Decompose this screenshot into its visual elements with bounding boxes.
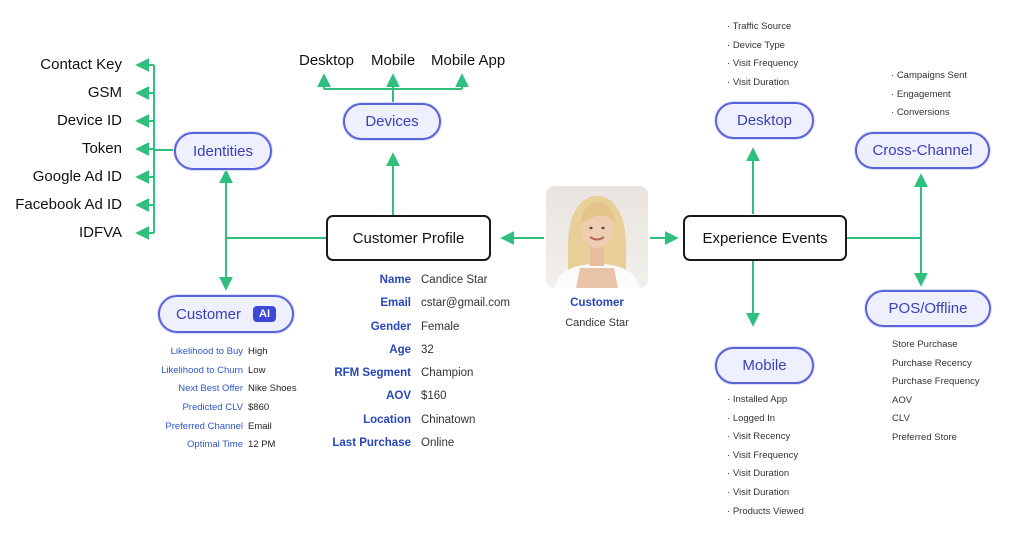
mobile-attribute: Installed App bbox=[727, 391, 804, 410]
profile-field-value: Candice Star bbox=[421, 274, 488, 286]
profile-field-value: Chinatown bbox=[421, 413, 476, 426]
customer-caption-title: Customer bbox=[570, 297, 624, 309]
desktop-attribute: Visit Frequency bbox=[727, 55, 798, 74]
identity-item: Google Ad ID bbox=[32, 168, 122, 185]
pos-offline-attributes: Store Purchase Purchase Recency Purchase… bbox=[892, 336, 980, 447]
profile-field-key: Location bbox=[363, 413, 411, 426]
prediction-key: Preferred Channel bbox=[165, 420, 243, 432]
customer-profile-node: Customer Profile bbox=[326, 215, 491, 261]
prediction-key: Next Best Offer bbox=[178, 383, 243, 395]
profile-field-row: Location Chinatown bbox=[300, 413, 475, 437]
customer-ai-label: Customer bbox=[175, 305, 242, 323]
mobile-attribute: Visit Frequency bbox=[727, 447, 804, 466]
pos-attribute: Purchase Recency bbox=[892, 357, 972, 369]
device-label-mobile: Mobile bbox=[371, 52, 416, 69]
customer-caption-name: Candice Star bbox=[565, 317, 629, 329]
ai-predictions: Likelihood to Buy High Likelihood to Chu… bbox=[140, 346, 296, 458]
prediction-key: Predicted CLV bbox=[182, 402, 243, 414]
profile-field-value: $160 bbox=[421, 390, 447, 403]
desktop-node: Desktop bbox=[715, 102, 814, 139]
prediction-value: Email bbox=[248, 420, 272, 432]
profile-field-value: 32 bbox=[421, 343, 434, 356]
prediction-row: Optimal Time 12 PM bbox=[140, 439, 275, 458]
pos-attribute: AOV bbox=[892, 394, 913, 406]
profile-field-key: Last Purchase bbox=[332, 437, 411, 450]
profile-field-key: Age bbox=[389, 343, 411, 356]
identity-item: Contact Key bbox=[40, 56, 122, 73]
prediction-row: Likelihood to Churn Low bbox=[140, 364, 265, 384]
profile-field-row: Email cstar@gmail.com bbox=[300, 297, 510, 320]
identity-list: Contact Key GSM Device ID Token Google A… bbox=[10, 51, 122, 247]
device-label-desktop: Desktop bbox=[299, 52, 355, 69]
profile-field-row: Gender Female bbox=[300, 320, 460, 344]
pos-attribute: Store Purchase bbox=[892, 339, 958, 350]
profile-field-key: Name bbox=[379, 274, 411, 286]
customer-ai-node: Customer AI bbox=[158, 295, 294, 333]
mobile-attribute: Logged In bbox=[727, 410, 804, 429]
profile-field-row: RFM Segment Champion bbox=[300, 367, 473, 390]
identity-item: IDFVA bbox=[78, 224, 122, 241]
prediction-row: Predicted CLV $860 bbox=[140, 402, 269, 421]
cross-channel-attribute: Campaigns Sent bbox=[891, 67, 967, 86]
desktop-attributes: Traffic Source Device Type Visit Frequen… bbox=[727, 18, 798, 92]
cross-channel-attribute: Conversions bbox=[891, 104, 967, 123]
devices-node: Devices bbox=[343, 103, 441, 140]
prediction-row: Next Best Offer Nike Shoes bbox=[140, 383, 296, 402]
desktop-attribute: Visit Duration bbox=[727, 74, 798, 93]
prediction-value: $860 bbox=[248, 402, 270, 414]
mobile-node: Mobile bbox=[715, 347, 814, 384]
profile-field-key: Email bbox=[380, 297, 411, 310]
prediction-key: Likelihood to Churn bbox=[161, 364, 243, 376]
prediction-value: High bbox=[248, 346, 268, 357]
device-label-mobile-app: Mobile App bbox=[431, 52, 506, 69]
profile-field-row: Age 32 bbox=[300, 343, 434, 367]
prediction-row: Likelihood to Buy High bbox=[140, 346, 268, 365]
profile-field-value: Online bbox=[421, 437, 455, 450]
cross-channel-attributes: Campaigns Sent Engagement Conversions bbox=[891, 67, 967, 123]
mobile-attribute: Visit Recency bbox=[727, 428, 804, 447]
prediction-row: Preferred Channel Email bbox=[140, 420, 271, 440]
mobile-attribute: Visit Duration bbox=[727, 484, 804, 503]
profile-field-value: Champion bbox=[421, 367, 474, 380]
profile-field-key: Gender bbox=[370, 320, 411, 333]
identities-node: Identities bbox=[174, 132, 272, 170]
pos-attribute: Purchase Frequency bbox=[892, 376, 980, 387]
profile-field-value: Female bbox=[421, 320, 460, 333]
identity-item: Token bbox=[81, 140, 122, 157]
profile-field-row: Last Purchase Online bbox=[300, 437, 454, 460]
mobile-attributes: Installed App Logged In Visit Recency Vi… bbox=[727, 391, 804, 521]
identity-item: Facebook Ad ID bbox=[15, 196, 122, 213]
pos-attribute: Preferred Store bbox=[892, 431, 957, 443]
profile-field-key: RFM Segment bbox=[334, 367, 411, 380]
identity-item: Device ID bbox=[56, 112, 122, 129]
mobile-attribute: Visit Duration bbox=[727, 465, 804, 484]
cross-channel-attribute: Engagement bbox=[891, 86, 967, 105]
experience-events-node: Experience Events bbox=[683, 215, 847, 261]
prediction-value: 12 PM bbox=[248, 439, 276, 451]
identity-item: GSM bbox=[87, 84, 122, 101]
prediction-value: Nike Shoes bbox=[248, 383, 297, 395]
pos-attribute: CLV bbox=[892, 413, 910, 424]
customer-photo bbox=[546, 186, 648, 288]
pos-offline-node: POS/Offline bbox=[865, 290, 991, 327]
profile-field-key: AOV bbox=[386, 390, 411, 403]
profile-field-row: AOV $160 bbox=[300, 390, 447, 413]
cross-channel-node: Cross-Channel bbox=[855, 132, 990, 169]
desktop-attribute: Traffic Source bbox=[727, 18, 798, 37]
ai-badge: AI bbox=[253, 306, 277, 322]
profile-field-row: Name Candice Star bbox=[300, 274, 488, 297]
customer-portrait-illustration bbox=[554, 196, 640, 288]
profile-field-value: cstar@gmail.com bbox=[421, 297, 510, 310]
mobile-attribute: Products Viewed bbox=[727, 503, 804, 522]
desktop-attribute: Device Type bbox=[727, 37, 798, 56]
prediction-value: Low bbox=[248, 364, 266, 376]
prediction-key: Optimal Time bbox=[187, 439, 243, 451]
profile-fields: Name Candice Star Email cstar@gmail.com … bbox=[300, 274, 510, 460]
prediction-key: Likelihood to Buy bbox=[170, 346, 243, 357]
